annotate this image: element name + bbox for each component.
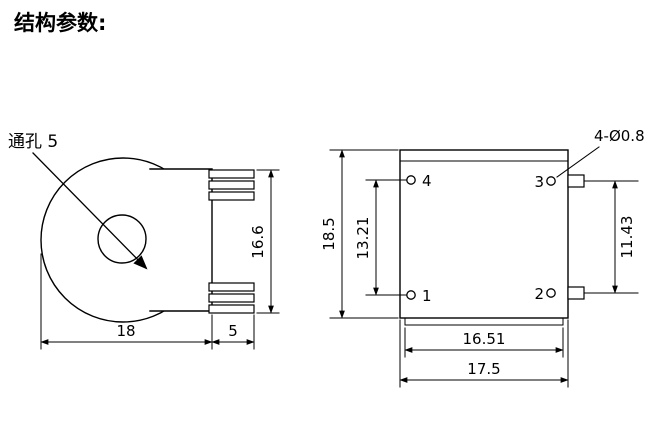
dim-pin-block-width: 5 xyxy=(211,314,255,350)
pin-1-label: 1 xyxy=(422,287,432,305)
body-mask xyxy=(150,169,212,311)
dim-value-18-5: 18.5 xyxy=(320,217,338,250)
pin-3-hole xyxy=(546,176,556,186)
dim-body-width-bottom: 17.5 xyxy=(399,319,569,388)
side-pin-bottom xyxy=(208,282,255,314)
through-hole-circle xyxy=(97,214,147,264)
pin-4-label: 4 xyxy=(422,172,432,190)
pin3-tab xyxy=(567,174,585,188)
dim-value-11-43: 11.43 xyxy=(618,216,636,259)
body-right-section xyxy=(149,168,213,312)
pin2-tab xyxy=(567,286,585,300)
dim-value-17-5: 17.5 xyxy=(467,360,500,378)
bottom-flange xyxy=(404,317,564,326)
through-hole-label: 通孔 5 xyxy=(8,132,58,152)
dim-pin-row-left: 13.21 xyxy=(354,179,407,296)
bottom-view: 4 3 1 2 4-Ø0.8 18.5 13.21 11.43 xyxy=(320,127,645,388)
side-pin-top xyxy=(208,169,255,201)
side-view: 通孔 5 16.6 xyxy=(8,132,280,350)
pin-2-hole xyxy=(546,288,556,298)
pin-3-label: 3 xyxy=(534,173,544,191)
dim-body-width: 18 xyxy=(40,253,213,350)
page-title: 结构参数: xyxy=(14,11,106,35)
dim-value-16-51: 16.51 xyxy=(463,330,506,348)
pin-4-hole xyxy=(406,175,416,185)
dim-value-13-21: 13.21 xyxy=(354,217,372,260)
hole-leader-arrow xyxy=(32,152,148,270)
dim-value-16-6: 16.6 xyxy=(249,225,267,258)
pin-1-hole xyxy=(406,290,416,300)
dim-value-18: 18 xyxy=(116,322,135,340)
dim-pin-row-right: 11.43 xyxy=(583,180,639,294)
body-outline xyxy=(399,149,569,319)
dim-flange-width: 16.51 xyxy=(404,327,564,358)
dim-pin-span-height: 16.6 xyxy=(249,169,280,314)
pin-2-label: 2 xyxy=(534,285,544,303)
pin-hole-callout: 4-Ø0.8 xyxy=(556,127,645,178)
callout-value-4-d0-8: 4-Ø0.8 xyxy=(594,127,645,145)
dim-value-5: 5 xyxy=(228,322,238,340)
dim-body-height: 18.5 xyxy=(320,149,399,319)
